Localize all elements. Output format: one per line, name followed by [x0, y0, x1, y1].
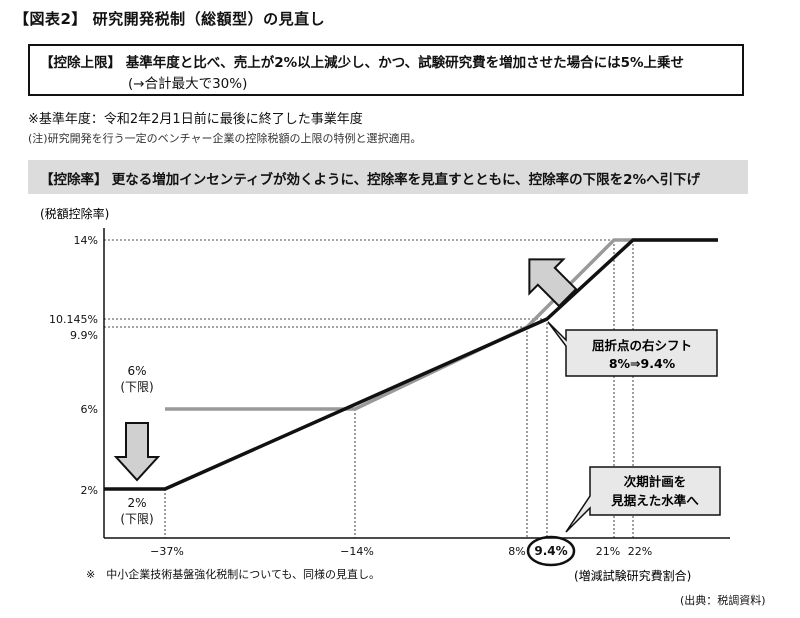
limit-box-line2: (→合計最大で30%): [128, 76, 248, 92]
kink-callout-line1: 屈折点の右シフト: [592, 338, 692, 353]
highlight-94-circle: [526, 535, 576, 567]
y-axis-label: (税額控除率): [40, 206, 109, 221]
kink-callout-line2: 8%⇒9.4%: [609, 356, 676, 371]
limit-text: 基準年度と比べ、売上が2%以上減少し、かつ、試験研究費を増加させた場合には5%上…: [125, 55, 685, 71]
x-tick-minus14: −14%: [340, 545, 374, 558]
venture-note: (注)研究開発を行う一定のベンチャー企業の控除税額の上限の特例と選択適用。: [28, 132, 422, 145]
series-line-old: [165, 238, 718, 411]
plan-callout-line1: 次期計画を: [624, 474, 687, 489]
limit-heading: 【控除上限】: [40, 55, 121, 71]
base-year-note: ※基準年度：令和2年2月1日前に最後に終了した事業年度: [28, 112, 363, 127]
x-tick-21: 21%: [596, 545, 620, 558]
limit-box-line1: 【控除上限】 基準年度と比べ、売上が2%以上減少し、かつ、試験研究費を増加させた…: [40, 51, 684, 71]
y-tick-2: 2%: [81, 484, 98, 497]
series-line-new: [104, 238, 718, 491]
y-tick-99: 9.9%: [70, 329, 98, 342]
y-tick-10145: 10.145%: [49, 313, 98, 326]
source-note: (出典：税調資料): [680, 594, 766, 607]
rate-banner-text: 【控除率】 更なる増加インセンティブが効くように、控除率を見直すとともに、控除率…: [40, 168, 700, 188]
kink-callout: 屈折点の右シフト 8%⇒9.4%: [547, 321, 718, 377]
down-arrow-icon: [113, 422, 161, 482]
x-axis-label: (増減試験研究費割合): [574, 568, 691, 583]
floor-new-value: 2%: [127, 496, 146, 510]
x-tick-22: 22%: [628, 545, 652, 558]
y-tick-14: 14%: [74, 234, 98, 247]
x-tick-8: 8%: [508, 545, 525, 558]
plan-callout: 次期計画を 見据えた水準へ: [565, 466, 721, 533]
rate-heading: 【控除率】: [40, 172, 108, 188]
limit-box: 【控除上限】 基準年度と比べ、売上が2%以上減少し、かつ、試験研究費を増加させた…: [28, 44, 744, 96]
floor-new-label: (下限): [120, 512, 153, 526]
rate-banner: 【控除率】 更なる増加インセンティブが効くように、控除率を見直すとともに、控除率…: [28, 160, 748, 194]
y-tick-6: 6%: [81, 403, 98, 416]
x-tick-94: 9.4%: [534, 544, 567, 558]
plan-callout-line2: 見据えた水準へ: [610, 493, 699, 508]
up-right-arrow-icon: [528, 258, 578, 308]
x-tick-minus37: −37%: [150, 545, 184, 558]
rate-text: 更なる増加インセンティブが効くように、控除率を見直すとともに、控除率の下限を2%…: [111, 172, 701, 188]
figure-title: 【図表2】 研究開発税制（総額型）の見直し: [14, 10, 326, 28]
footnote: ※ 中小企業技術基盤強化税制についても、同様の見直し。: [86, 568, 381, 581]
floor-old-value: 6%: [127, 364, 146, 378]
floor-old-label: (下限): [120, 380, 153, 394]
